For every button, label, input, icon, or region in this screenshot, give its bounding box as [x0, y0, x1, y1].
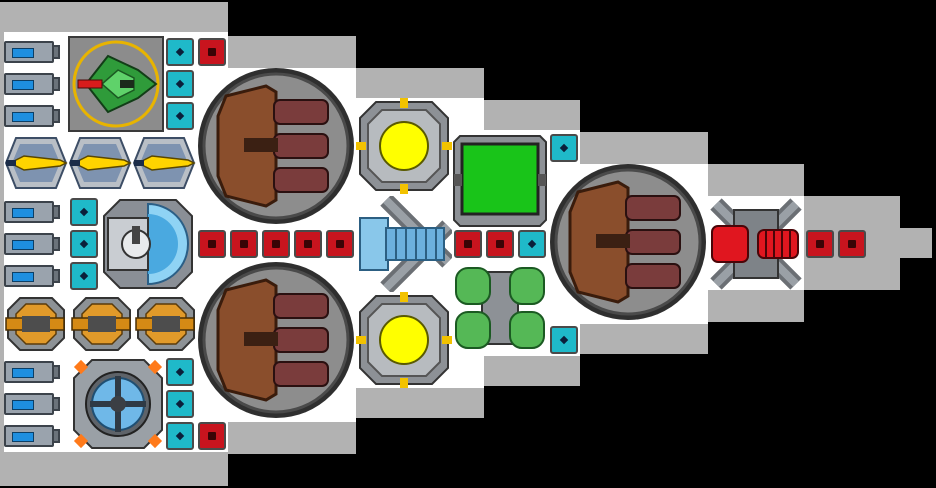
yellow-missile-icon[interactable] — [132, 134, 196, 192]
weapon-node[interactable] — [262, 230, 290, 258]
weapon-node[interactable] — [806, 230, 834, 258]
cargo-hub-icon[interactable] — [70, 356, 166, 452]
orange-cannon-icon[interactable] — [70, 294, 134, 354]
shield-node[interactable] — [70, 262, 98, 290]
shield-node[interactable] — [550, 326, 578, 354]
orange-cannon-icon[interactable] — [134, 294, 198, 354]
yellow-reactor-icon[interactable] — [356, 98, 452, 194]
shield-node[interactable] — [518, 230, 546, 258]
shield-node[interactable] — [166, 390, 194, 418]
weapon-node[interactable] — [838, 230, 866, 258]
yellow-reactor-icon[interactable] — [356, 292, 452, 388]
shield-node[interactable] — [166, 38, 194, 66]
red-laser-icon[interactable] — [708, 196, 804, 292]
orange-cannon-icon[interactable] — [4, 294, 68, 354]
shield-node[interactable] — [166, 422, 194, 450]
weapon-node[interactable] — [486, 230, 514, 258]
green-tank-icon[interactable] — [452, 262, 548, 354]
weapon-node[interactable] — [454, 230, 482, 258]
weapon-node[interactable] — [230, 230, 258, 258]
shield-node[interactable] — [70, 230, 98, 258]
yellow-missile-icon[interactable] — [68, 134, 132, 192]
battery[interactable] — [4, 102, 62, 130]
shield-node[interactable] — [166, 102, 194, 130]
brown-turret-icon[interactable] — [196, 260, 360, 424]
battery[interactable] — [4, 38, 62, 66]
weapon-node[interactable] — [326, 230, 354, 258]
weapon-node[interactable] — [198, 230, 226, 258]
battery[interactable] — [4, 70, 62, 98]
hull-nose — [900, 228, 932, 258]
yellow-missile-icon[interactable] — [4, 134, 68, 192]
weapon-node[interactable] — [198, 38, 226, 66]
shield-node[interactable] — [70, 198, 98, 226]
shield-node[interactable] — [550, 134, 578, 162]
fighter-bay[interactable] — [68, 36, 164, 132]
battery[interactable] — [4, 422, 62, 450]
shield-node[interactable] — [166, 70, 194, 98]
battery[interactable] — [4, 358, 62, 386]
battery[interactable] — [4, 262, 62, 290]
shield-node[interactable] — [166, 358, 194, 386]
brown-turret-icon[interactable] — [196, 66, 360, 230]
weapon-node[interactable] — [198, 422, 226, 450]
blue-thruster-icon[interactable] — [356, 196, 452, 292]
radar-dome-icon[interactable] — [100, 196, 196, 292]
weapon-node[interactable] — [294, 230, 322, 258]
battery[interactable] — [4, 390, 62, 418]
brown-turret-icon[interactable] — [548, 162, 712, 326]
green-screen-icon[interactable] — [452, 132, 548, 228]
battery[interactable] — [4, 198, 62, 226]
battery[interactable] — [4, 230, 62, 258]
green-fighter-icon — [68, 36, 164, 132]
